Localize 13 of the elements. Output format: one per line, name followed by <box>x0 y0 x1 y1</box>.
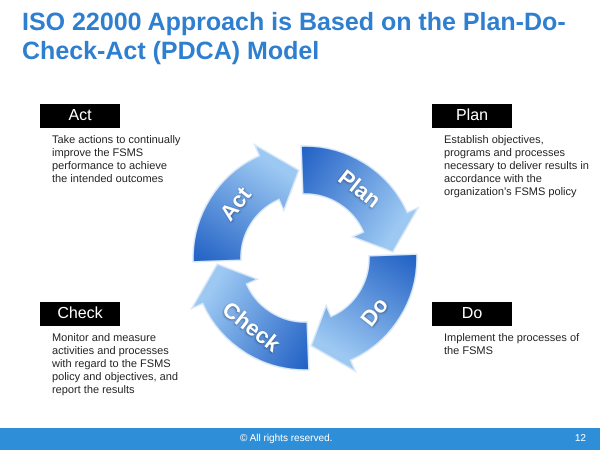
description-text: Take actions to continually improve the FSMS performance to achieve the intended outcomes <box>52 134 182 186</box>
description-text: Monitor and measure activities and processes with regard to the FSMS policy and objectives, and report the results <box>52 332 179 397</box>
segment-label: Act <box>214 182 258 226</box>
heading-label: Act <box>40 104 120 128</box>
heading-label: Check <box>40 302 120 326</box>
heading-label: Plan <box>432 104 512 128</box>
segment-label: Do <box>355 292 394 332</box>
description-text: Establish objectives, programs and processes necessary to deliver results in accordance with the organization’s FSMS policy <box>444 134 590 199</box>
heading-label: Do <box>432 302 512 326</box>
copyright-text: © All rights reserved. <box>240 433 332 444</box>
page-number: 12 <box>574 433 586 444</box>
title: ISO 22000 Approach is Based on the Plan-Do-Check-Act (PDCA) Model <box>22 8 567 66</box>
description-text: Implement the processes of the FSMS <box>444 332 580 358</box>
